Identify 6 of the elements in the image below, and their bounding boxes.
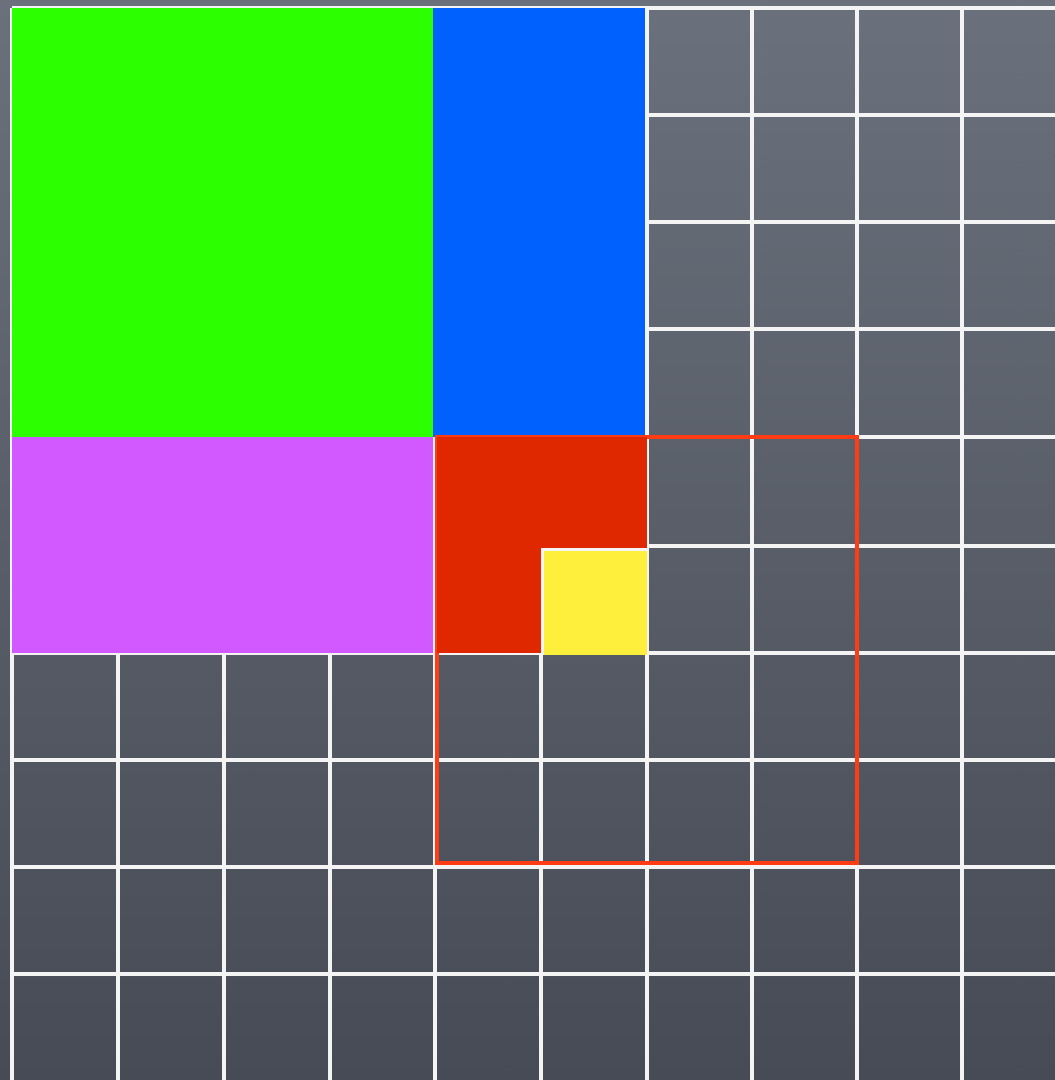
highlight-frame (435, 435, 859, 865)
allocated-block (12, 8, 433, 437)
allocated-block (12, 437, 433, 653)
allocated-block (541, 548, 647, 655)
allocated-block (437, 437, 647, 653)
allocated-block (433, 8, 645, 437)
